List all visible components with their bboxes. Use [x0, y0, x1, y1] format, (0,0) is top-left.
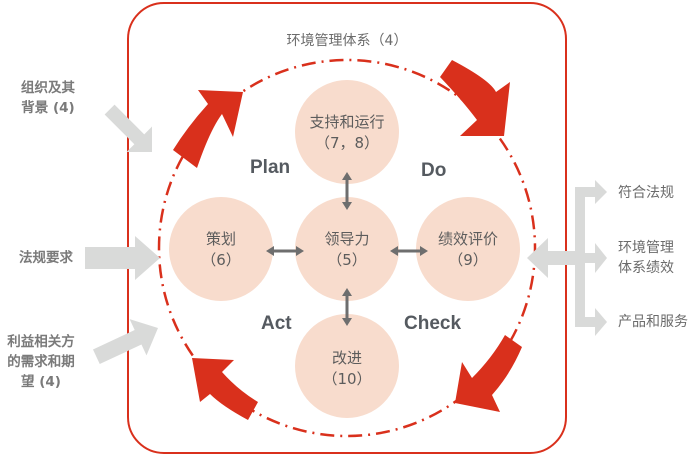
node-support: 支持和运行 （7，8） [297, 112, 397, 154]
input-legal-label: 法规要求 [19, 250, 73, 266]
connector-leadership-improvement [342, 288, 352, 326]
output-products-label: 产品和服务 [618, 314, 688, 330]
node-evaluation-circle [416, 197, 520, 301]
node-support-clause: （7，8） [314, 134, 380, 152]
output-performance-label: 环境管理 体系绩效 [618, 240, 674, 276]
system-boundary-frame [127, 2, 567, 454]
input-arrow-context [104, 104, 152, 152]
node-support-name: 支持和运行 [309, 113, 385, 131]
node-planning-name: 策划 [205, 230, 236, 248]
input-stakeholders-label: 利益相关方 的需求和期 望 (4) [7, 334, 75, 390]
cycle-arrow-plan [173, 90, 243, 168]
node-evaluation-name: 绩效评价 [437, 230, 498, 248]
phase-act-label: Act [261, 313, 292, 334]
node-evaluation-clause: （9） [448, 251, 488, 269]
node-planning-circle [169, 197, 273, 301]
phase-do-label: Do [421, 160, 447, 181]
connector-leadership-evaluation [390, 246, 428, 256]
node-leadership-clause: （5） [327, 251, 367, 269]
input-arrow-legal [85, 236, 160, 280]
node-planning: 策划 （6） [171, 229, 271, 271]
node-improvement: 改进 （10） [297, 348, 397, 390]
node-support-circle [295, 80, 399, 184]
node-planning-clause: （6） [201, 251, 241, 269]
cycle-arrow-do [440, 60, 510, 136]
node-improvement-name: 改进 [331, 349, 362, 367]
phase-check-label: Check [404, 313, 462, 334]
cycle-arrow-check [455, 335, 522, 412]
output-arrow-products [580, 308, 607, 336]
output-arrow-compliance [580, 180, 607, 204]
phase-plan-label: Plan [250, 157, 291, 178]
node-evaluation: 绩效评价 （9） [418, 229, 518, 271]
output-compliance-label: 符合法规 [618, 185, 674, 201]
feedback-arrow-left [527, 238, 578, 278]
input-context-label: 组织及其 背景 (4) [21, 80, 75, 116]
output-arrow-performance [580, 243, 607, 273]
connector-planning-leadership [266, 246, 304, 256]
node-leadership: 领导力 （5） [297, 229, 397, 271]
node-leadership-circle [295, 197, 399, 301]
pdca-cycle-ring [157, 58, 537, 438]
node-improvement-clause: （10） [322, 370, 372, 388]
node-improvement-circle [295, 314, 399, 418]
output-bracket [527, 180, 607, 336]
diagram-title: 环境管理体系（4） [286, 33, 408, 49]
node-leadership-name: 领导力 [324, 230, 370, 248]
connector-leadership-support [342, 172, 352, 210]
cycle-arrow-act [192, 358, 258, 420]
input-arrow-stakeholders [92, 319, 158, 364]
